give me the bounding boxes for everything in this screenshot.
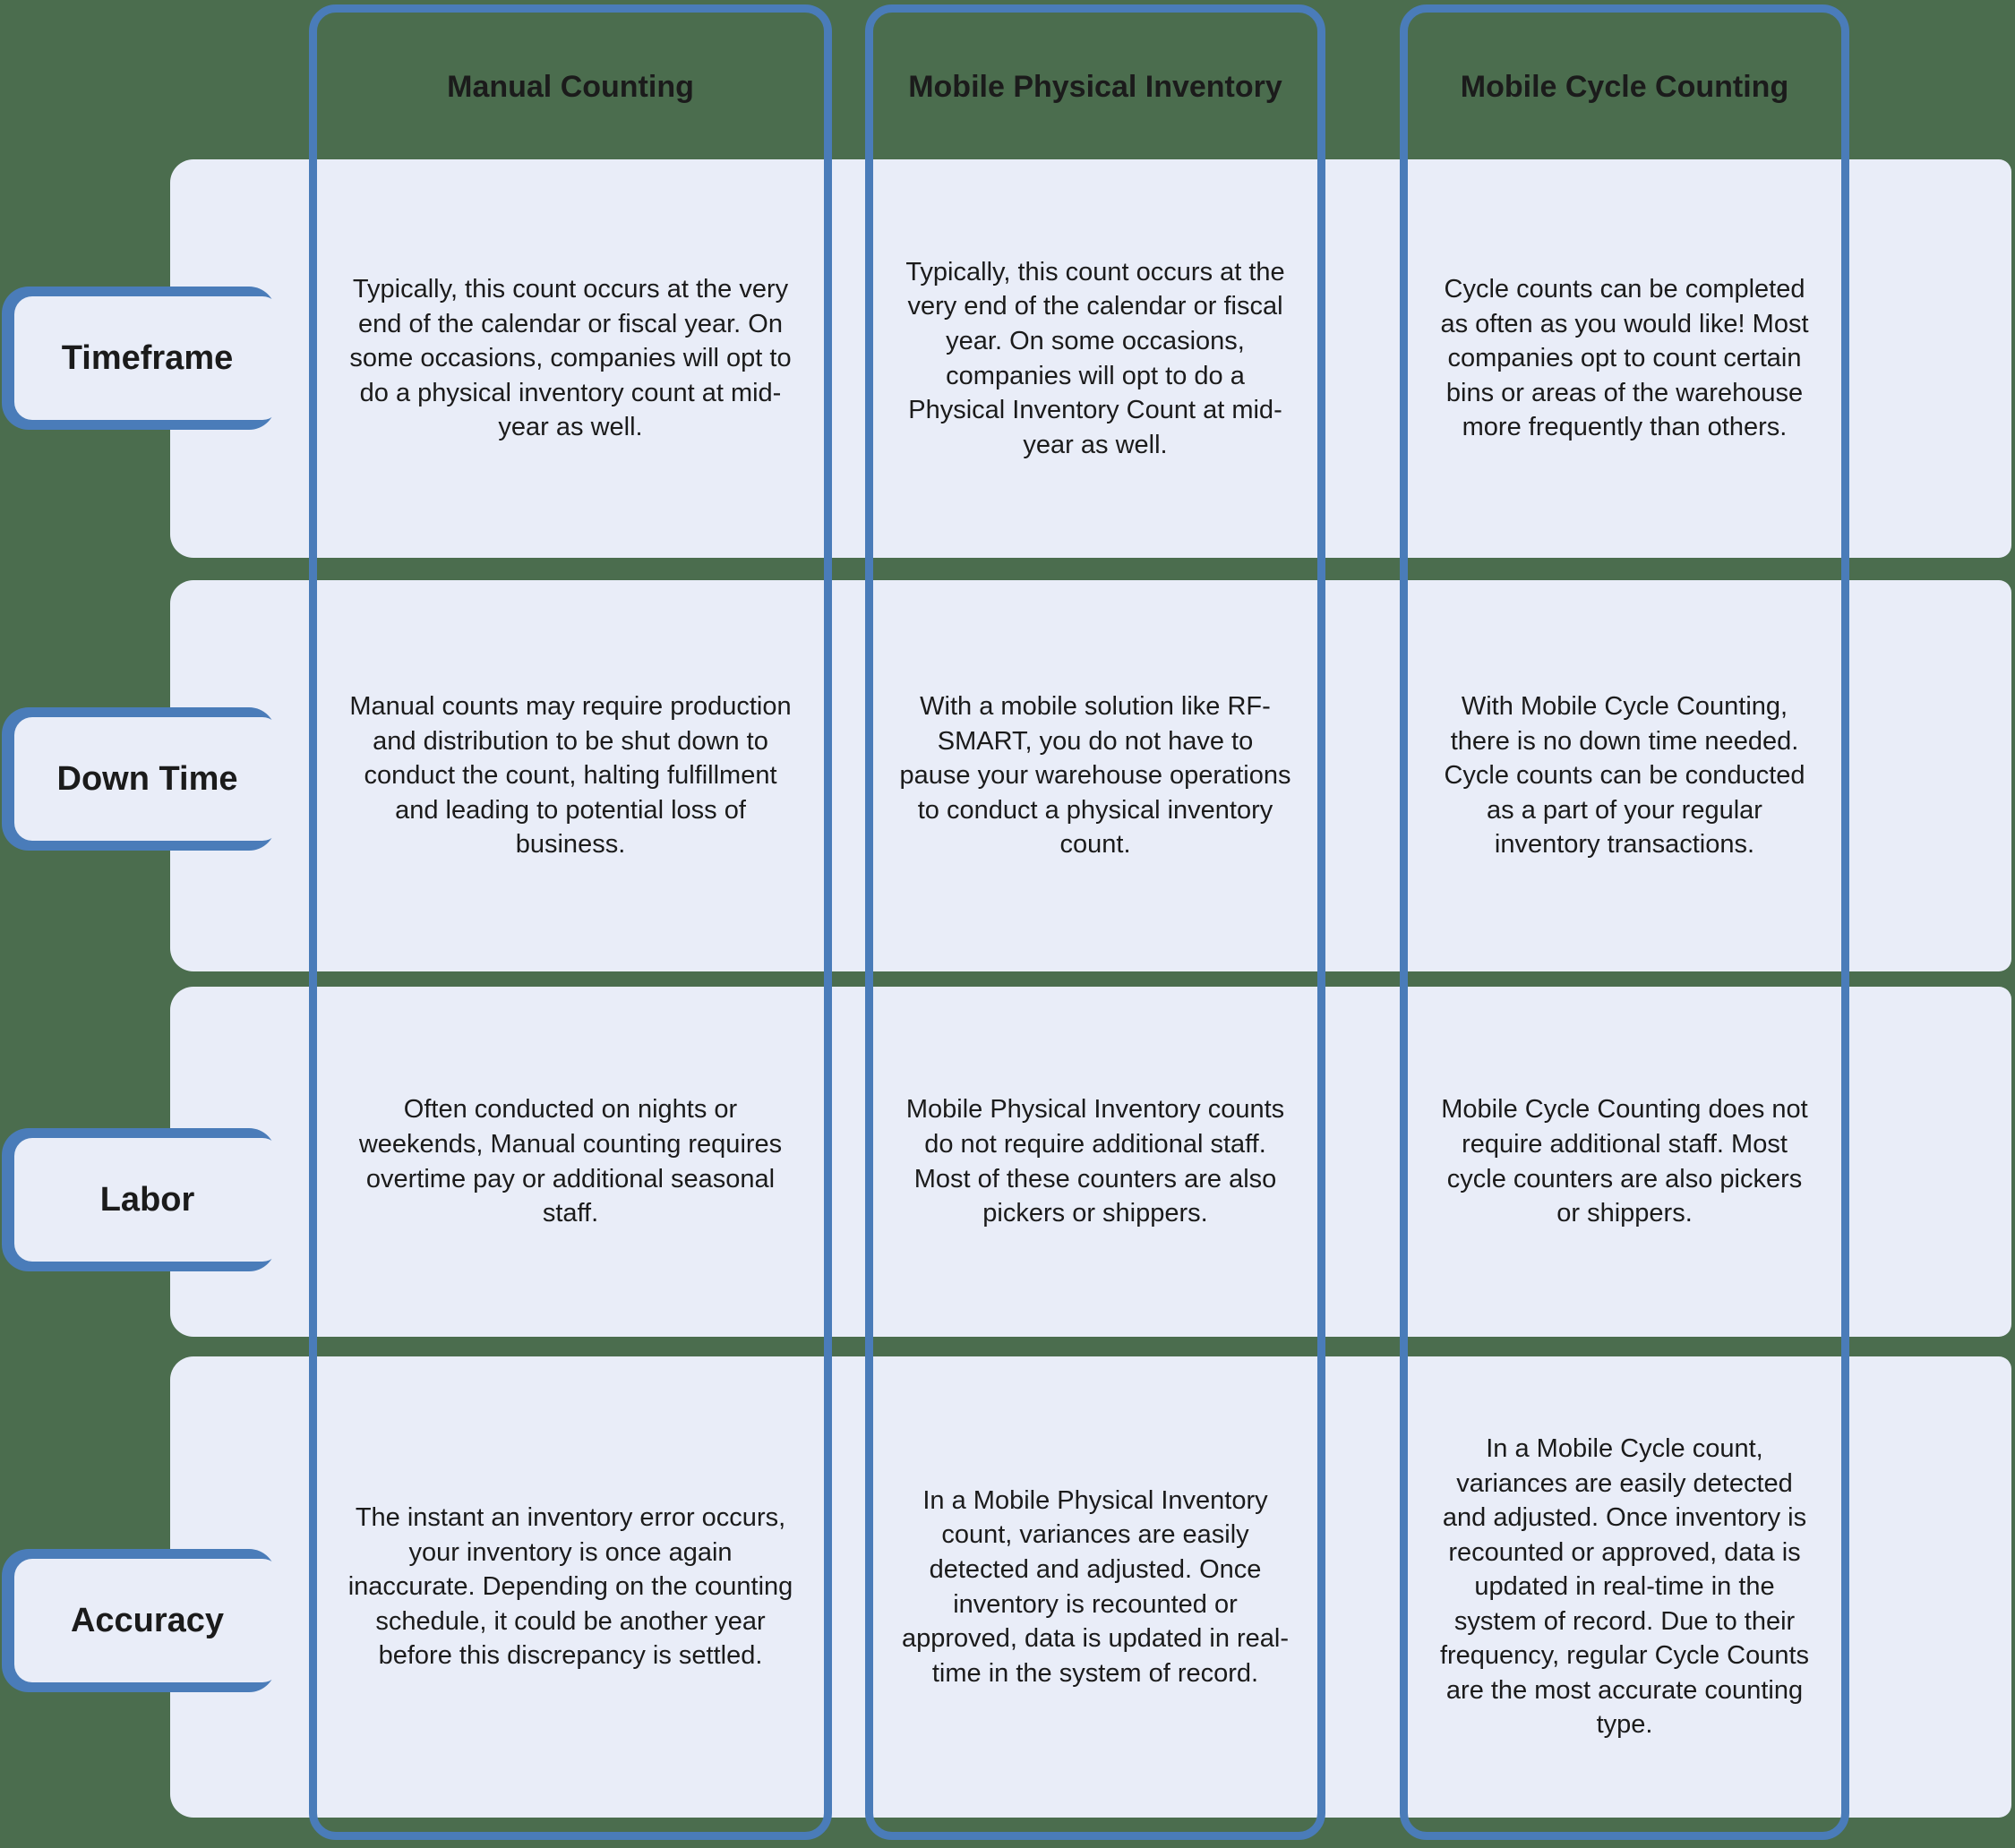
column-header-mobile-cycle-counting: Mobile Cycle Counting — [1460, 69, 1789, 104]
column-card-manual-counting — [309, 4, 832, 1840]
row-band-timeframe — [170, 159, 2011, 558]
cell-timeframe-manual: Typically, this count occurs at the very… — [349, 275, 792, 442]
cell-downtime-mobile-cycle: With Mobile Cycle Counting, there is no … — [1444, 692, 1805, 860]
cell-downtime-manual: Manual counts may require production and… — [349, 692, 792, 860]
cell-labor-mobile-cycle: Mobile Cycle Counting does not require a… — [1441, 1095, 1808, 1228]
cell-labor-manual: Often conducted on nights or weekends, M… — [358, 1095, 783, 1228]
row-label-accuracy: Accuracy — [2, 1549, 280, 1692]
cell-labor-mobile-physical: Mobile Physical Inventory counts do not … — [905, 1095, 1285, 1228]
cell-accuracy-manual: The instant an inventory error occurs, y… — [347, 1503, 793, 1671]
row-label-downtime: Down Time — [2, 707, 280, 851]
cell-accuracy-mobile-cycle: In a Mobile Cycle count, variances are e… — [1439, 1433, 1810, 1740]
row-label-timeframe-text: Timeframe — [14, 296, 280, 420]
row-band-downtime — [170, 580, 2011, 971]
cell-downtime-mobile-physical: With a mobile solution like RF-SMART, yo… — [899, 692, 1291, 860]
row-label-downtime-text: Down Time — [14, 717, 280, 841]
row-label-timeframe: Timeframe — [2, 287, 280, 430]
cell-accuracy-mobile-physical: In a Mobile Physical Inventory count, va… — [901, 1485, 1290, 1688]
column-header-manual-counting: Manual Counting — [447, 69, 694, 104]
cell-timeframe-mobile-physical: Typically, this count occurs at the very… — [905, 257, 1285, 459]
row-label-labor: Labor — [2, 1128, 280, 1271]
column-header-mobile-physical-inventory: Mobile Physical Inventory — [908, 69, 1282, 104]
row-label-accuracy-text: Accuracy — [14, 1559, 280, 1682]
cell-timeframe-mobile-cycle: Cycle counts can be completed as often a… — [1440, 275, 1809, 442]
row-label-labor-text: Labor — [14, 1138, 280, 1262]
row-band-accuracy — [170, 1356, 2011, 1818]
column-card-mobile-cycle-counting — [1400, 4, 1849, 1840]
row-band-labor — [170, 987, 2011, 1337]
column-card-mobile-physical-inventory — [865, 4, 1325, 1840]
